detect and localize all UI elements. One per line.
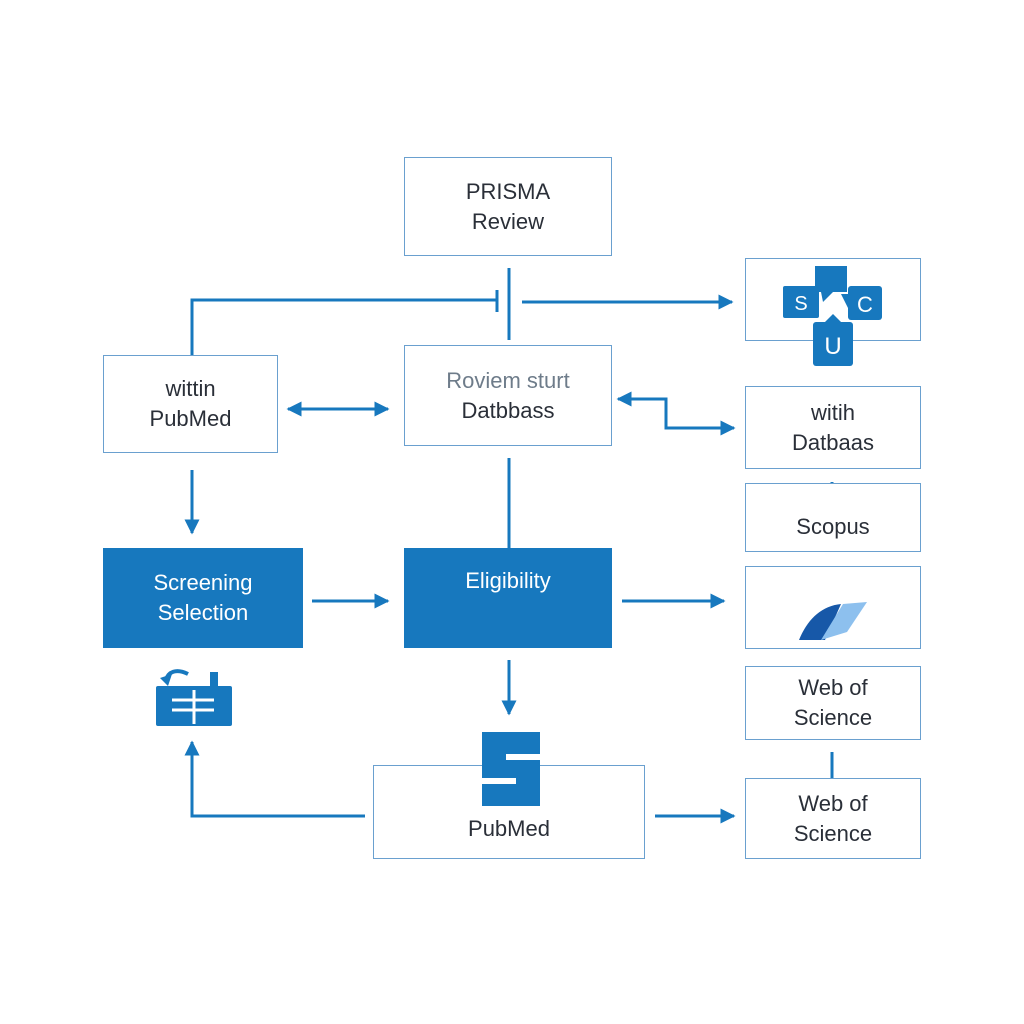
node-label-line: Scopus — [796, 513, 870, 539]
node-label-line: PubMed — [149, 406, 232, 431]
node-eligibility: Eligibility — [404, 548, 612, 648]
node-label-line: witih — [810, 399, 855, 425]
node-label-line: wittin — [165, 376, 216, 401]
node-web-of-science-2: Web of Science — [745, 778, 921, 859]
connector-top-left — [190, 298, 497, 356]
wing-logo-icon — [799, 602, 867, 640]
node-label-line: Selection — [157, 600, 249, 625]
node-label-line: Science — [793, 820, 873, 846]
logo-letter-u: U — [824, 333, 841, 360]
node-within-pubmed: wittin PubMed — [103, 355, 278, 453]
node-within-database: witih Datbaas — [745, 386, 921, 469]
node-pubmed: PubMed — [373, 765, 645, 859]
logo-letter-c: C — [857, 292, 873, 317]
node-label-line: Science — [793, 705, 873, 730]
node-label-line: Eligibility — [465, 568, 551, 593]
node-label-line: Roviem sturt — [446, 367, 570, 393]
screening-document-icon — [156, 669, 232, 726]
node-label-line: Datbbass — [461, 397, 555, 423]
node-label-line: Web of — [798, 675, 868, 700]
node-label-line: Web of — [798, 790, 868, 816]
node-scopus: Scopus — [745, 483, 921, 552]
logo-letter-s: S — [794, 293, 807, 315]
database-logos-icon: S C U — [783, 266, 882, 366]
node-label-line: Screening — [153, 570, 253, 595]
node-review-start-database: Roviem sturt Datbbass — [404, 345, 612, 446]
arrow-review-within-database — [616, 391, 736, 436]
node-web-of-science-1: Web of Science — [745, 666, 921, 740]
node-prisma-review: PRISMA Review — [404, 157, 612, 256]
arrow-pubmed-to-screening-doc — [184, 740, 365, 818]
node-label-line: Review — [471, 208, 545, 234]
node-screening-selection: Screening Selection — [103, 548, 303, 648]
node-label-line: PRISMA — [465, 178, 551, 204]
s-logo-icon — [482, 732, 540, 806]
node-label-line: Datbaas — [792, 429, 874, 455]
node-label-line: PubMed — [468, 816, 550, 841]
